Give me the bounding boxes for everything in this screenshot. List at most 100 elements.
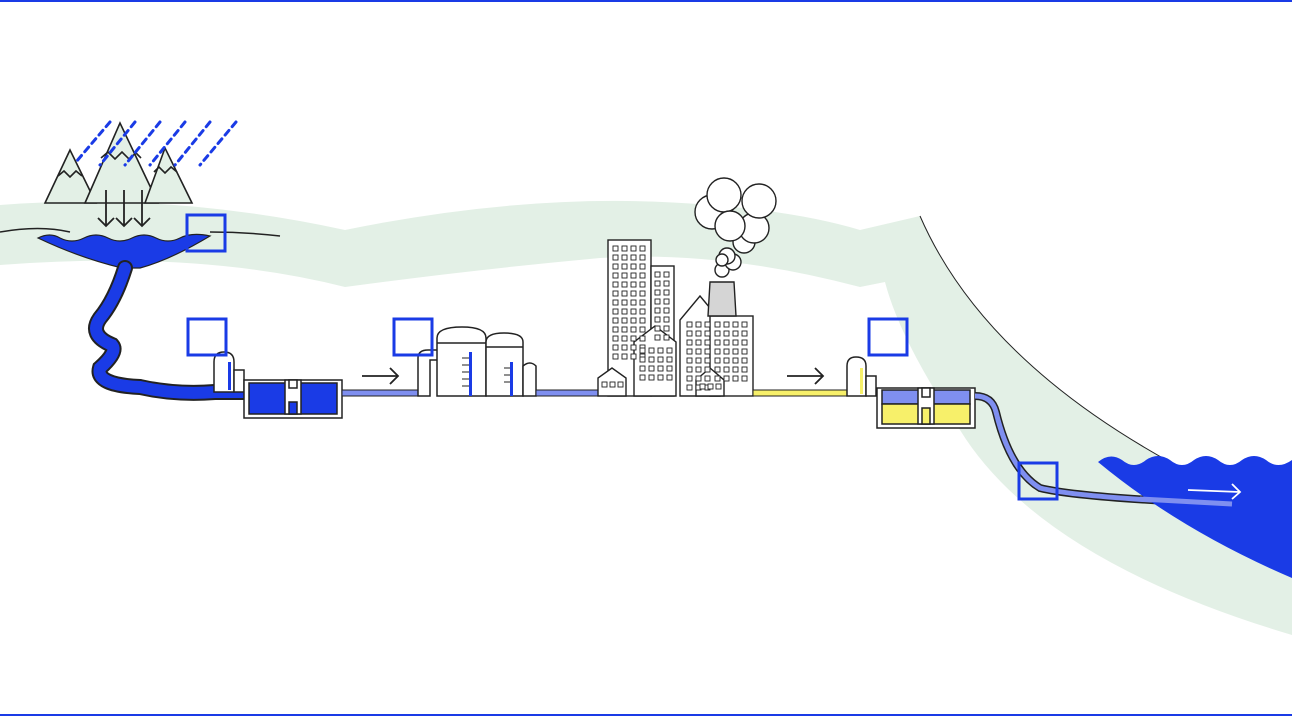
window bbox=[686, 348, 693, 355]
window bbox=[621, 263, 628, 270]
window bbox=[630, 326, 637, 333]
window bbox=[654, 307, 661, 314]
window bbox=[666, 365, 673, 372]
source-stream-water bbox=[90, 262, 251, 399]
window bbox=[612, 245, 619, 252]
mountain-icon bbox=[43, 121, 194, 204]
window bbox=[621, 272, 628, 279]
sedimentation-tank bbox=[243, 379, 343, 419]
window bbox=[621, 308, 628, 315]
arrow-right-icon-2 bbox=[787, 367, 825, 385]
window bbox=[630, 344, 637, 351]
window bbox=[630, 254, 637, 261]
window bbox=[612, 263, 619, 270]
window bbox=[654, 271, 661, 278]
window bbox=[612, 353, 619, 360]
bottom-border bbox=[0, 714, 1292, 716]
window bbox=[723, 375, 730, 382]
window bbox=[639, 263, 646, 270]
hotspot-wastewater-plant[interactable] bbox=[867, 317, 909, 357]
window bbox=[732, 339, 739, 346]
window bbox=[612, 254, 619, 261]
window bbox=[621, 335, 628, 342]
window bbox=[714, 339, 721, 346]
hotspot-intake[interactable] bbox=[186, 317, 228, 357]
window bbox=[654, 289, 661, 296]
window bbox=[666, 374, 673, 381]
window bbox=[639, 308, 646, 315]
window bbox=[621, 254, 628, 261]
window bbox=[686, 366, 693, 373]
source-lake bbox=[36, 233, 212, 269]
window bbox=[639, 335, 646, 342]
window bbox=[704, 339, 711, 346]
window bbox=[663, 280, 670, 287]
window bbox=[723, 339, 730, 346]
window bbox=[704, 357, 711, 364]
window bbox=[639, 272, 646, 279]
window bbox=[648, 365, 655, 372]
window bbox=[714, 348, 721, 355]
window bbox=[654, 316, 661, 323]
window bbox=[621, 326, 628, 333]
window bbox=[654, 334, 661, 341]
window bbox=[663, 316, 670, 323]
window bbox=[612, 290, 619, 297]
factory-icon bbox=[694, 177, 777, 317]
window bbox=[741, 339, 748, 346]
hotspot-treatment-plant[interactable] bbox=[392, 317, 434, 357]
window bbox=[630, 281, 637, 288]
intake-building bbox=[213, 351, 245, 393]
storage-tank-icon bbox=[417, 326, 537, 397]
window bbox=[630, 245, 637, 252]
window bbox=[741, 348, 748, 355]
window bbox=[732, 366, 739, 373]
window bbox=[699, 383, 706, 390]
window bbox=[609, 381, 616, 388]
window bbox=[714, 366, 721, 373]
window bbox=[704, 366, 711, 373]
pipe-to-treatment bbox=[341, 389, 423, 397]
window bbox=[648, 347, 655, 354]
window bbox=[723, 321, 730, 328]
window bbox=[663, 298, 670, 305]
window bbox=[612, 281, 619, 288]
infiltration-arrows bbox=[97, 190, 151, 228]
wastewater-pipe bbox=[752, 389, 849, 397]
window bbox=[666, 356, 673, 363]
window bbox=[648, 374, 655, 381]
window bbox=[621, 353, 628, 360]
hotspot-source-lake[interactable] bbox=[185, 213, 227, 253]
window bbox=[657, 347, 664, 354]
window bbox=[714, 321, 721, 328]
window bbox=[663, 271, 670, 278]
window bbox=[704, 330, 711, 337]
window bbox=[704, 375, 711, 382]
window bbox=[639, 356, 646, 363]
window bbox=[695, 357, 702, 364]
arrow-right-icon bbox=[362, 367, 400, 385]
window bbox=[663, 307, 670, 314]
window bbox=[630, 308, 637, 315]
window bbox=[639, 254, 646, 261]
window bbox=[695, 339, 702, 346]
window bbox=[686, 321, 693, 328]
window bbox=[732, 321, 739, 328]
window bbox=[741, 357, 748, 364]
window bbox=[732, 375, 739, 382]
window bbox=[657, 356, 664, 363]
window bbox=[612, 335, 619, 342]
hotspot-discharge-outfall[interactable] bbox=[1017, 461, 1059, 501]
window bbox=[630, 335, 637, 342]
window bbox=[630, 272, 637, 279]
window bbox=[639, 290, 646, 297]
window bbox=[612, 344, 619, 351]
window bbox=[612, 299, 619, 306]
window bbox=[732, 357, 739, 364]
window bbox=[639, 281, 646, 288]
window bbox=[723, 348, 730, 355]
window bbox=[639, 365, 646, 372]
window bbox=[621, 290, 628, 297]
sea bbox=[1098, 456, 1292, 578]
